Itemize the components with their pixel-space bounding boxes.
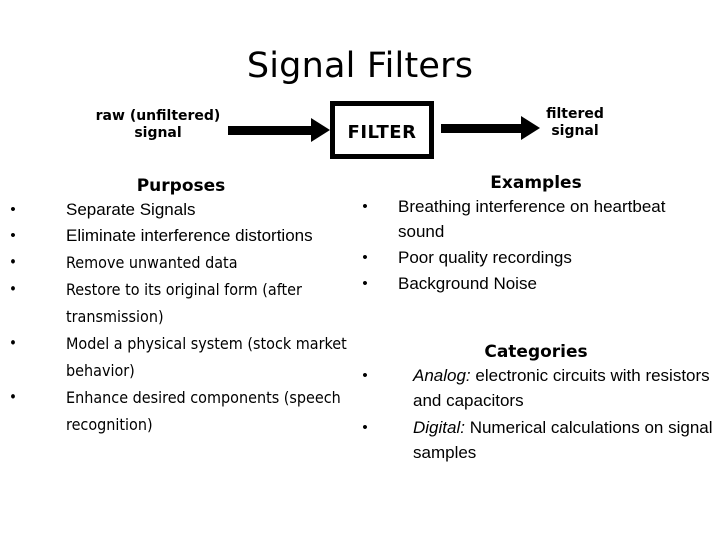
list-item: • Background Noise <box>358 271 714 296</box>
arrow-head <box>521 116 540 140</box>
signal-filter-block-diagram: raw (unfiltered) signal FILTER filtered … <box>0 96 720 174</box>
list-item: • Breathing interference on heartbeat so… <box>358 194 714 244</box>
list-item-text: Eliminate interference distortions <box>66 226 313 245</box>
bullet-icon: • <box>9 334 17 352</box>
bullet-icon: • <box>9 388 17 406</box>
output-signal-label-line2: signal <box>551 123 599 139</box>
list-item-text: Background Noise <box>398 274 537 293</box>
arrow-shaft <box>228 126 312 135</box>
arrow-right-icon-input <box>228 118 330 142</box>
list-item-text: Separate Signals <box>66 200 196 219</box>
input-signal-label: raw (unfiltered) signal <box>78 108 238 142</box>
categories-list: • Analog: electronic circuits with resis… <box>358 363 714 465</box>
slide-title: Signal Filters <box>246 46 474 86</box>
list-item-text: Model a physical system (stock market be… <box>66 334 347 380</box>
bullet-icon: • <box>362 367 368 384</box>
input-signal-label-line1: raw (unfiltered) <box>95 108 221 124</box>
bullet-icon: • <box>362 198 368 215</box>
list-item: • Restore to its original form (after tr… <box>6 276 356 330</box>
arrow-right-icon-output <box>441 116 541 140</box>
output-signal-label-line1: filtered <box>546 106 604 122</box>
list-item: • Separate Signals <box>6 197 356 222</box>
purposes-heading: Purposes <box>136 176 226 196</box>
list-item: • Digital: Numerical calculations on sig… <box>358 415 714 465</box>
list-item: • Remove unwanted data <box>6 249 356 276</box>
output-signal-label: filtered signal <box>520 106 630 140</box>
purposes-column: Purposes • Separate Signals • Eliminate … <box>6 176 356 438</box>
purposes-list-secondary: • Remove unwanted data • Restore to its … <box>6 249 356 438</box>
categories-heading: Categories <box>484 342 588 362</box>
purposes-list-primary: • Separate Signals • Eliminate interfere… <box>6 197 356 248</box>
bullet-icon: • <box>10 227 16 244</box>
list-item: • Eliminate interference distortions <box>6 223 356 248</box>
input-signal-label-line2: signal <box>134 125 182 141</box>
list-item-text: Poor quality recordings <box>398 248 572 267</box>
examples-categories-column: Examples • Breathing interference on hea… <box>358 173 714 467</box>
bullet-icon: • <box>9 280 17 298</box>
arrow-shaft <box>441 124 522 133</box>
list-item-text: Remove unwanted data <box>66 253 238 272</box>
list-item-text: Digital: Numerical calculations on signa… <box>413 415 714 465</box>
bullet-icon: • <box>9 253 17 271</box>
arrow-head <box>311 118 330 142</box>
category-term: Digital: <box>413 418 465 437</box>
list-item: • Analog: electronic circuits with resis… <box>358 363 714 413</box>
examples-heading: Examples <box>490 173 582 193</box>
list-item-text: Enhance desired components (speech recog… <box>66 388 341 434</box>
bullet-icon: • <box>362 249 368 266</box>
bullet-icon: • <box>10 201 16 218</box>
list-item-text: Restore to its original form (after tran… <box>66 280 302 326</box>
bullet-icon: • <box>362 419 368 436</box>
category-description: electronic circuits with resistors and c… <box>413 366 710 410</box>
bullet-icon: • <box>362 275 368 292</box>
category-description: Numerical calculations on signal samples <box>413 418 713 462</box>
filter-block: FILTER <box>330 101 434 159</box>
list-item-text: Analog: electronic circuits with resisto… <box>413 363 714 413</box>
list-item-text: Breathing interference on heartbeat soun… <box>398 197 666 241</box>
category-term: Analog: <box>413 366 471 385</box>
list-item: • Model a physical system (stock market … <box>6 330 356 384</box>
list-item: • Enhance desired components (speech rec… <box>6 384 356 438</box>
list-item: • Poor quality recordings <box>358 245 714 270</box>
examples-list: • Breathing interference on heartbeat so… <box>358 194 714 296</box>
filter-block-label: FILTER <box>347 122 417 143</box>
